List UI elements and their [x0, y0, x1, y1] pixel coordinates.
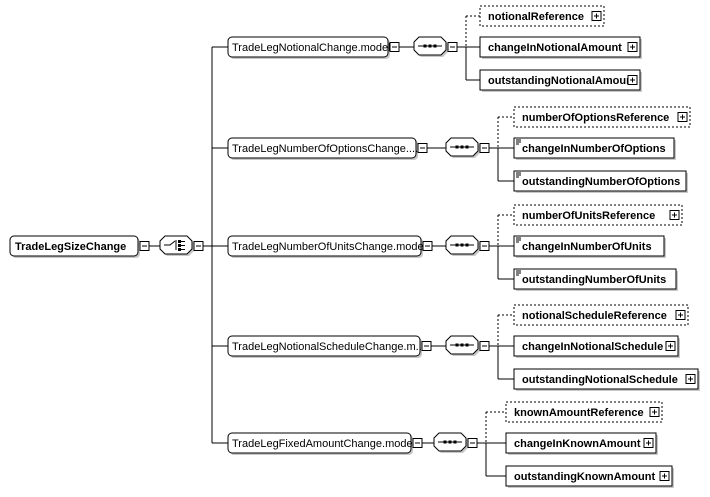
group-3[interactable]: TradeLegNumberOfUnitsChange.model — [227, 235, 426, 258]
group-3-child-1-label: numberOfUnitsReference — [522, 210, 655, 222]
group-1-collapse-icon[interactable] — [389, 42, 400, 52]
group-4[interactable]: TradeLegNotionalScheduleChange.m... — [227, 335, 425, 358]
group-2-collapse-icon[interactable] — [417, 143, 428, 153]
sequence-compositor-2 — [445, 137, 480, 158]
group-4-collapse-icon[interactable] — [421, 341, 432, 351]
group-3-child-3[interactable]: outstandingNumberOfUnits — [513, 268, 678, 291]
group-1-child-2[interactable]: changeInNotionalAmount — [479, 36, 642, 59]
group-3-child-2[interactable]: changeInNumberOfUnits — [513, 235, 666, 258]
group-5-child-3[interactable]: outstandingKnownAmount — [505, 465, 674, 488]
group-5[interactable]: TradeLegFixedAmountChange.model — [227, 432, 415, 455]
group-4-child-3-label: outstandingNotionalSchedule — [522, 374, 678, 386]
group-5-collapse-icon[interactable] — [412, 438, 423, 448]
group-2[interactable]: TradeLegNumberOfOptionsChange.... — [227, 137, 418, 160]
sequence-3-collapse-icon[interactable] — [479, 241, 490, 251]
group-3-collapse-icon[interactable] — [422, 241, 433, 251]
group-2-child-1-label: numberOfOptionsReference — [522, 112, 669, 124]
group-2-child-3[interactable]: outstandingNumberOfOptions — [513, 170, 688, 193]
group-1-child-1-label: notionalReference — [488, 11, 584, 23]
group-3-child-1[interactable]: numberOfUnitsReference — [513, 204, 683, 226]
root-element-label: TradeLegSizeChange — [15, 241, 126, 253]
group-4-child-2[interactable]: changeInNotionalSchedule — [513, 335, 680, 358]
group-5-label: TradeLegFixedAmountChange.model — [232, 438, 415, 450]
sequence-4-collapse-icon[interactable] — [479, 341, 490, 351]
sequence-2-collapse-icon[interactable] — [479, 143, 490, 153]
sequence-compositor-1 — [413, 36, 448, 57]
sequence-compositor-3 — [445, 235, 480, 256]
group-1-child-2-expand-icon[interactable] — [627, 42, 638, 52]
group-1[interactable]: TradeLegNotionalChange.model — [227, 36, 391, 59]
group-1-child-3-expand-icon[interactable] — [627, 75, 638, 85]
group-1-child-1[interactable]: notionalReference — [479, 5, 605, 27]
root-collapse-icon[interactable] — [139, 241, 150, 251]
group-5-child-2-label: changeInKnownAmount — [514, 438, 641, 450]
group-2-child-1[interactable]: numberOfOptionsReference — [513, 106, 691, 128]
group-3-child-1-expand-icon[interactable] — [669, 210, 680, 220]
group-1-child-2-label: changeInNotionalAmount — [488, 42, 622, 54]
group-5-child-1[interactable]: knownAmountReference — [505, 401, 663, 423]
group-4-label: TradeLegNotionalScheduleChange.m... — [232, 341, 425, 353]
group-5-child-1-expand-icon[interactable] — [649, 407, 660, 417]
group-2-child-2[interactable]: changeInNumberOfOptions — [513, 137, 676, 160]
group-5-child-3-expand-icon[interactable] — [659, 471, 670, 481]
group-1-label: TradeLegNotionalChange.model — [232, 42, 391, 54]
group-5-child-2-expand-icon[interactable] — [643, 438, 654, 448]
group-3-child-3-label: outstandingNumberOfUnits — [522, 274, 666, 286]
group-4-child-1-expand-icon[interactable] — [675, 310, 686, 320]
root-element[interactable]: TradeLegSizeChange — [9, 235, 140, 258]
group-4-child-1-label: notionalScheduleReference — [522, 310, 667, 322]
sequence-compositor-5 — [433, 432, 468, 453]
group-3-child-2-label: changeInNumberOfUnits — [522, 241, 652, 253]
choice-compositor — [159, 235, 194, 256]
group-1-child-3[interactable]: outstandingNotionalAmount — [479, 69, 642, 92]
group-4-child-2-expand-icon[interactable] — [665, 341, 676, 351]
group-1-child-1-expand-icon[interactable] — [591, 11, 602, 21]
group-2-child-3-label: outstandingNumberOfOptions — [522, 176, 680, 188]
group-4-child-2-label: changeInNotionalSchedule — [522, 341, 663, 353]
group-5-child-2[interactable]: changeInKnownAmount — [505, 432, 658, 455]
group-4-child-3-expand-icon[interactable] — [685, 374, 696, 384]
choice-collapse-icon[interactable] — [193, 241, 204, 251]
sequence-5-collapse-icon[interactable] — [467, 438, 478, 448]
sequence-1-collapse-icon[interactable] — [447, 42, 458, 52]
group-3-label: TradeLegNumberOfUnitsChange.model — [232, 241, 426, 253]
group-4-child-3[interactable]: outstandingNotionalSchedule — [513, 368, 700, 391]
group-4-child-1[interactable]: notionalScheduleReference — [513, 304, 689, 326]
group-5-child-3-label: outstandingKnownAmount — [514, 471, 655, 483]
group-2-label: TradeLegNumberOfOptionsChange.... — [232, 143, 418, 155]
group-2-child-1-expand-icon[interactable] — [677, 112, 688, 122]
group-2-child-2-label: changeInNumberOfOptions — [522, 143, 666, 155]
group-5-child-1-label: knownAmountReference — [514, 407, 644, 419]
sequence-compositor-4 — [445, 335, 480, 356]
group-1-child-3-label: outstandingNotionalAmount — [488, 75, 637, 87]
